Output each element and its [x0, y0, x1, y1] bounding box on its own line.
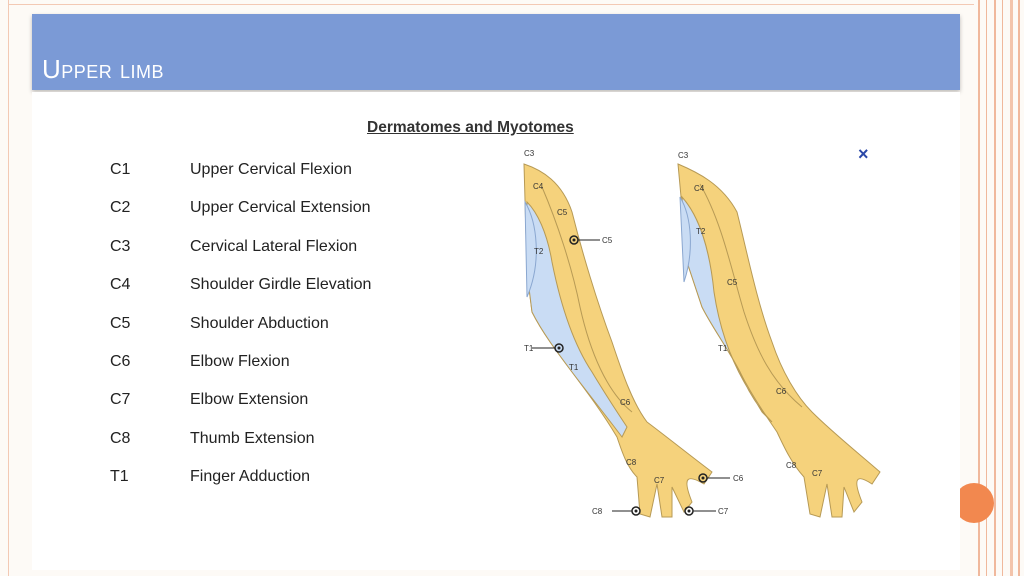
slide-border-left	[8, 0, 9, 576]
slide-border-top	[8, 4, 974, 5]
front-c5-point-center	[572, 238, 576, 242]
front-label: C7	[654, 476, 665, 485]
front-label: C5	[602, 236, 613, 245]
myotome-function: Elbow Extension	[190, 391, 309, 409]
front-label: C6	[620, 398, 631, 407]
decor-stripe	[1010, 0, 1013, 576]
myotome-function: Thumb Extension	[190, 429, 315, 447]
decor-stripe	[986, 0, 987, 576]
myotome-level: C3	[110, 237, 131, 255]
back-label: C5	[727, 278, 738, 287]
front-label: C5	[557, 208, 568, 217]
front-label: T1	[569, 363, 579, 372]
myotome-function: Upper Cervical Extension	[190, 199, 371, 217]
back-label: T1	[718, 344, 728, 353]
back-label: C4	[694, 184, 705, 193]
front-arm: C3 C4 C5 T2 C5 T1 T1 C6 C8 C7 C6 C8 C7	[523, 149, 744, 518]
figure-heading: Dermatomes and Myotomes	[367, 119, 574, 136]
front-label: C7	[718, 507, 729, 516]
back-arm-divider	[699, 183, 803, 408]
front-arm-t2-zone	[524, 200, 537, 298]
front-label: T2	[534, 247, 544, 256]
decor-stripe	[978, 0, 980, 576]
back-arm-thoracic-zone	[681, 195, 773, 423]
myotome-level: C6	[110, 352, 131, 370]
close-icon: ×	[858, 144, 869, 164]
myotome-level: C4	[110, 276, 131, 294]
back-label: C6	[776, 387, 787, 396]
back-label: C3	[678, 151, 689, 160]
front-label: C3	[524, 149, 535, 158]
front-label: T1	[524, 344, 534, 353]
front-c7-point-center	[687, 509, 691, 513]
front-c6-point-center	[701, 476, 705, 480]
front-c8-point-center	[634, 509, 638, 513]
front-label: C4	[533, 182, 544, 191]
front-label: C8	[626, 458, 637, 467]
back-label: C8	[786, 461, 797, 470]
myotome-level: C7	[110, 391, 131, 409]
myotome-level: C5	[110, 314, 131, 332]
myotome-level: C2	[110, 199, 131, 217]
back-arm-cervical-zone	[677, 163, 881, 518]
myotome-level: C8	[110, 429, 131, 447]
myotome-function: Upper Cervical Flexion	[190, 161, 352, 178]
myotome-function: Shoulder Girdle Elevation	[190, 276, 372, 294]
front-arm-thoracic-zone	[526, 200, 628, 438]
back-arm: C3 C4 T2 C5 T1 C6 C8 C7	[677, 151, 881, 518]
myotome-function: Shoulder Abduction	[190, 314, 329, 332]
myotome-function: Cervical Lateral Flexion	[190, 237, 358, 255]
dermatome-arm-diagram: C3 C4 C5 T2 C5 T1 T1 C6 C8 C7 C6 C8 C7 C…	[523, 149, 881, 518]
front-label: C6	[733, 474, 744, 483]
accent-circle	[954, 483, 994, 523]
front-arm-divider	[541, 186, 633, 413]
back-label: C7	[812, 469, 823, 478]
myotome-level: C1	[110, 161, 131, 178]
slide-title: Upper limb	[42, 54, 165, 84]
myotome-function: Elbow Flexion	[190, 352, 290, 370]
front-label: C8	[592, 507, 603, 516]
decor-stripe	[1018, 0, 1020, 576]
back-arm-t2-zone	[679, 196, 691, 283]
decor-stripe	[1002, 0, 1003, 576]
myotome-level: T1	[110, 468, 129, 486]
back-label: T2	[696, 227, 706, 236]
front-t1-point-center	[557, 346, 561, 350]
myotome-function: Finger Adduction	[190, 468, 311, 486]
slide-title-bar: Upper limb	[32, 14, 960, 90]
decor-stripe	[994, 0, 996, 576]
